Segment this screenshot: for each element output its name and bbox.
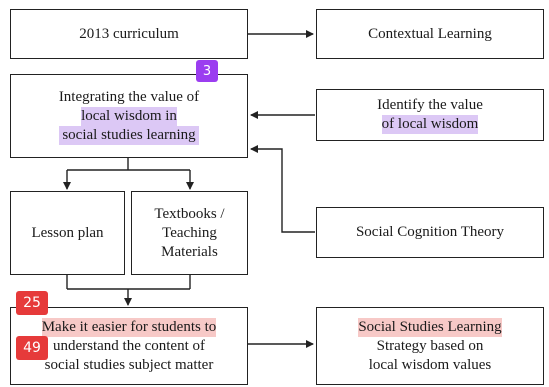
box-contextual-learning: Contextual Learning	[316, 9, 544, 59]
integrating-line-1: Integrating the value of	[59, 88, 199, 107]
badge-49: 49	[16, 336, 48, 360]
box-2013-curriculum: 2013 curriculum	[10, 9, 248, 59]
make-easier-line-3: social studies subject matter	[44, 356, 214, 373]
make-easier-line-1: Make it easier for students to	[41, 317, 217, 337]
integrating-line-3: social studies learning	[58, 125, 200, 145]
badge-25: 25	[16, 291, 48, 315]
make-easier-line-2: understand the content of	[52, 337, 206, 354]
strategy-line-1: Social Studies Learning	[358, 317, 502, 337]
box-lesson-plan: Lesson plan	[10, 191, 125, 275]
box-social-cognition-theory: Social Cognition Theory	[316, 207, 544, 258]
identify-line-2: of local wisdom	[381, 115, 479, 134]
box-contextual-learning-label: Contextual Learning	[368, 25, 492, 42]
strategy-line-2: Strategy based on	[376, 337, 484, 354]
social-cognition-label: Social Cognition Theory	[355, 224, 505, 240]
box-identify-value: Identify the value of local wisdom	[316, 89, 544, 141]
strategy-line-3: local wisdom values	[368, 356, 492, 373]
box-make-it-easier: Make it easier for students to understan…	[10, 307, 248, 385]
box-2013-curriculum-label: 2013 curriculum	[79, 25, 179, 42]
textbooks-line-3: Materials	[161, 243, 218, 260]
badge-3: 3	[196, 60, 218, 82]
identify-line-1: Identify the value	[377, 97, 483, 113]
box-textbooks: Textbooks / Teaching Materials	[131, 191, 248, 275]
arrow-social-cognition-to-integrating	[250, 145, 315, 233]
textbooks-line-1: Textbooks /	[154, 205, 225, 222]
textbooks-line-2: Teaching	[162, 224, 217, 241]
box-integrating-local-wisdom: Integrating the value of local wisdom in…	[10, 74, 248, 158]
integrating-line-2: local wisdom in	[81, 106, 177, 126]
integrating-line-1-text: Integrating the value of	[58, 88, 200, 105]
lesson-plan-label: Lesson plan	[31, 224, 104, 241]
box-social-studies-strategy: Social Studies Learning Strategy based o…	[316, 307, 544, 385]
